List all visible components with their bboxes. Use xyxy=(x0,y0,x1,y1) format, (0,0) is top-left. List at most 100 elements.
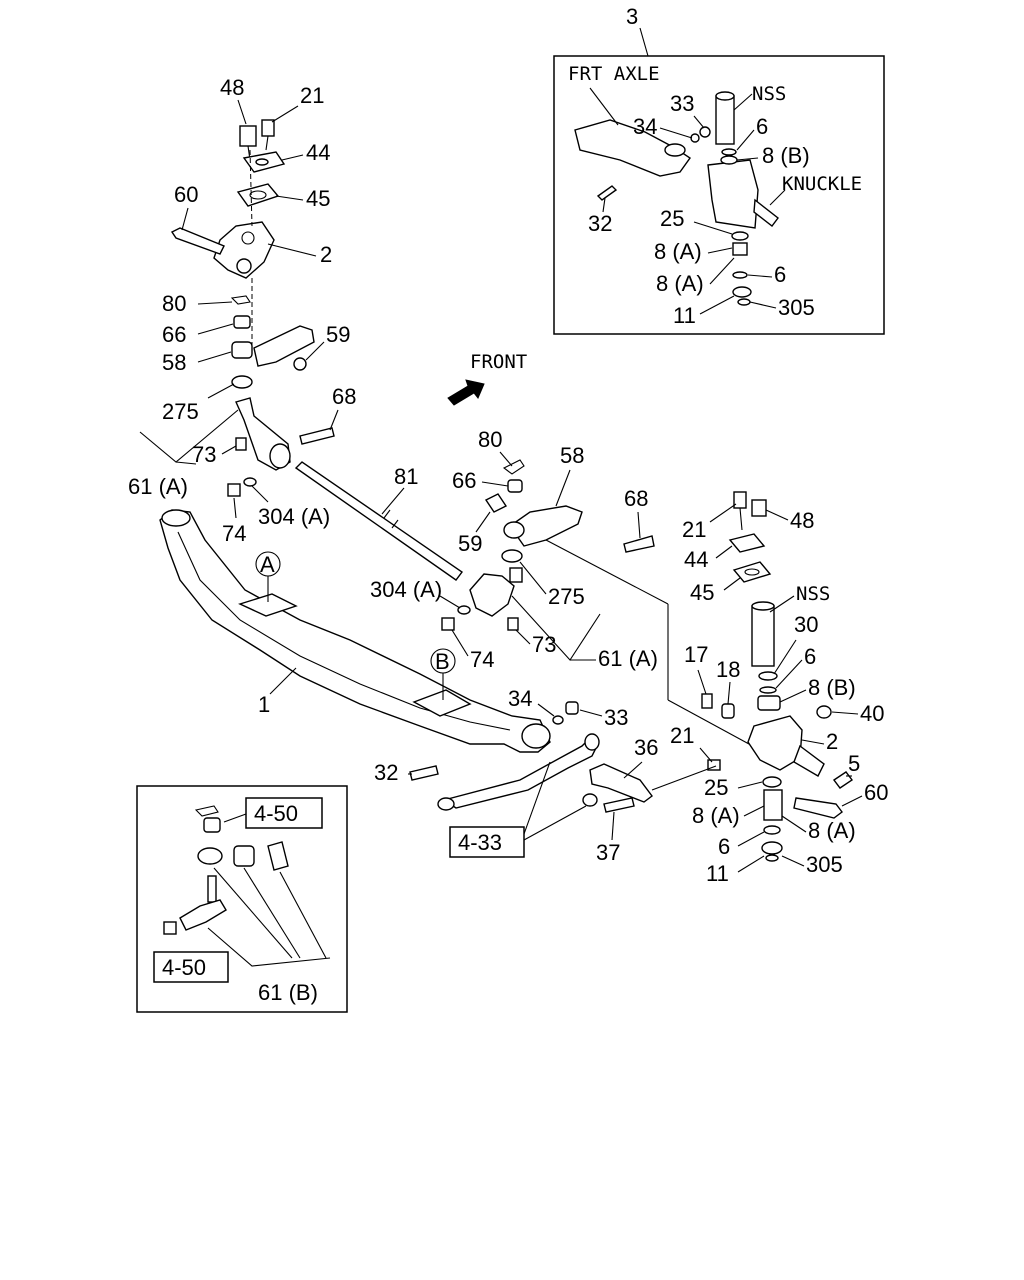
left-label-58: 58 xyxy=(162,350,186,375)
center-label-81: 81 xyxy=(394,464,418,489)
inset-frame-bottom xyxy=(136,785,348,1013)
right-label-17: 17 xyxy=(684,642,708,667)
left-label-275: 275 xyxy=(162,399,199,424)
right-label-11: 11 xyxy=(706,861,729,886)
center-label-68: 68 xyxy=(624,486,648,511)
inset-number: 3 xyxy=(626,4,638,29)
ref-4-50-bottom-text: 4-50 xyxy=(162,955,206,980)
right-tie-rod-end xyxy=(469,573,515,617)
inset-label-8b: 8 (B) xyxy=(762,143,810,168)
center-label-1: 1 xyxy=(258,692,270,717)
inset-tie-rod-end-detail: 4-50 4-50 61 (B) xyxy=(136,785,348,1013)
shim-part xyxy=(267,841,289,871)
right-label-5: 5 xyxy=(848,751,860,776)
right-label-45: 45 xyxy=(690,580,714,605)
right-cap-44 xyxy=(728,533,766,553)
left-label-68: 68 xyxy=(332,384,356,409)
right-label-44: 44 xyxy=(684,547,708,572)
center-label-59: 59 xyxy=(458,531,482,556)
ref-box-4-50-bottom[interactable] xyxy=(153,951,229,983)
knuckle-label: KNUCKLE xyxy=(782,173,862,195)
inset-label-61b: 61 (B) xyxy=(258,980,318,1005)
right-label-nss: NSS xyxy=(796,583,830,605)
left-label-21: 21 xyxy=(300,83,324,108)
axle-pad-b xyxy=(412,689,472,717)
bushing-part xyxy=(233,845,255,867)
left-label-61a: 61 (A) xyxy=(128,474,188,499)
ref-box-4-33[interactable] xyxy=(449,826,525,858)
front-axle-beam xyxy=(159,509,551,753)
left-label-60: 60 xyxy=(174,182,198,207)
inset-label-11: 11 xyxy=(673,303,696,328)
center-label-61a: 61 (A) xyxy=(598,646,658,671)
lower-label-36: 36 xyxy=(634,735,658,760)
ref-4-50-top-text: 4-50 xyxy=(254,801,298,826)
lower-assembly: 34 33 32 36 37 4-33 xyxy=(374,686,717,865)
kingpin-nss xyxy=(715,95,735,145)
left-label-74: 74 xyxy=(222,521,246,546)
center-label-74: 74 xyxy=(470,647,494,672)
left-label-45: 45 xyxy=(306,186,330,211)
left-assembly: 48 21 44 45 60 2 80 66 59 58 275 68 73 6… xyxy=(128,75,356,546)
inset-label-305: 305 xyxy=(778,295,815,320)
boot-part xyxy=(197,847,223,865)
right-gasket-45 xyxy=(732,561,772,583)
lower-label-34: 34 xyxy=(508,686,532,711)
axle-end-shape xyxy=(574,119,691,177)
right-knuckle-2 xyxy=(747,715,803,771)
left-label-2: 2 xyxy=(320,242,332,267)
inset-label-8a-lower: 8 (A) xyxy=(656,271,704,296)
right-steering-arm xyxy=(509,505,583,547)
right-label-6-top: 6 xyxy=(804,644,816,669)
tie-rod-end-61b xyxy=(179,899,227,931)
center-label-304a: 304 (A) xyxy=(370,577,442,602)
axle-pad-a xyxy=(238,593,298,617)
right-bolt-60 xyxy=(793,797,843,819)
center-label-58: 58 xyxy=(560,443,584,468)
right-label-30: 30 xyxy=(794,612,818,637)
right-label-8b: 8 (B) xyxy=(808,675,856,700)
inset-label-32: 32 xyxy=(588,211,612,236)
center-label-73: 73 xyxy=(532,632,556,657)
inset-label-34: 34 xyxy=(633,114,657,139)
ref-box-4-50-top[interactable] xyxy=(245,797,323,829)
front-indicator: FRONT xyxy=(447,351,527,406)
right-label-21-mid: 21 xyxy=(670,723,694,748)
center-label-275: 275 xyxy=(548,584,585,609)
center-label-80: 80 xyxy=(478,427,502,452)
relay-lever xyxy=(589,763,653,803)
ref-4-33-text: 4-33 xyxy=(458,830,502,855)
right-assembly: 21 48 44 45 NSS 30 6 17 18 8 (B) 40 2 21… xyxy=(670,491,888,886)
lower-label-32: 32 xyxy=(374,760,398,785)
inset-label-33: 33 xyxy=(670,91,694,116)
circle-a-text: A xyxy=(260,552,275,577)
left-label-80: 80 xyxy=(162,291,186,316)
nss-label: NSS xyxy=(752,83,786,105)
inset-knuckle-detail: 3 FRT AXLE NSS KNUCKLE 33 34 6 8 (B) xyxy=(553,4,885,335)
right-label-2: 2 xyxy=(826,729,838,754)
lower-label-33: 33 xyxy=(604,705,628,730)
right-label-25: 25 xyxy=(704,775,728,800)
inset-label-6-top: 6 xyxy=(756,114,768,139)
axle-eye xyxy=(664,143,686,157)
left-bolt-60 xyxy=(170,227,225,255)
right-kingpin-nss xyxy=(751,605,775,667)
inset-label-25: 25 xyxy=(660,206,684,231)
circle-b-text: B xyxy=(435,649,450,674)
right-label-48: 48 xyxy=(790,508,814,533)
inset-label-6-bottom: 6 xyxy=(774,262,786,287)
lower-label-37: 37 xyxy=(596,840,620,865)
center-label-66: 66 xyxy=(452,468,476,493)
left-knuckle-2 xyxy=(213,221,275,279)
left-label-48: 48 xyxy=(220,75,244,100)
right-label-21-top: 21 xyxy=(682,517,706,542)
left-label-73: 73 xyxy=(192,442,216,467)
left-label-66: 66 xyxy=(162,322,186,347)
front-arrow-icon xyxy=(447,379,485,406)
front-label: FRONT xyxy=(470,351,527,373)
knuckle-shape xyxy=(707,159,759,229)
right-label-6-bottom: 6 xyxy=(718,834,730,859)
frt-axle-label: FRT AXLE xyxy=(568,63,660,85)
inset-frame xyxy=(553,55,885,335)
